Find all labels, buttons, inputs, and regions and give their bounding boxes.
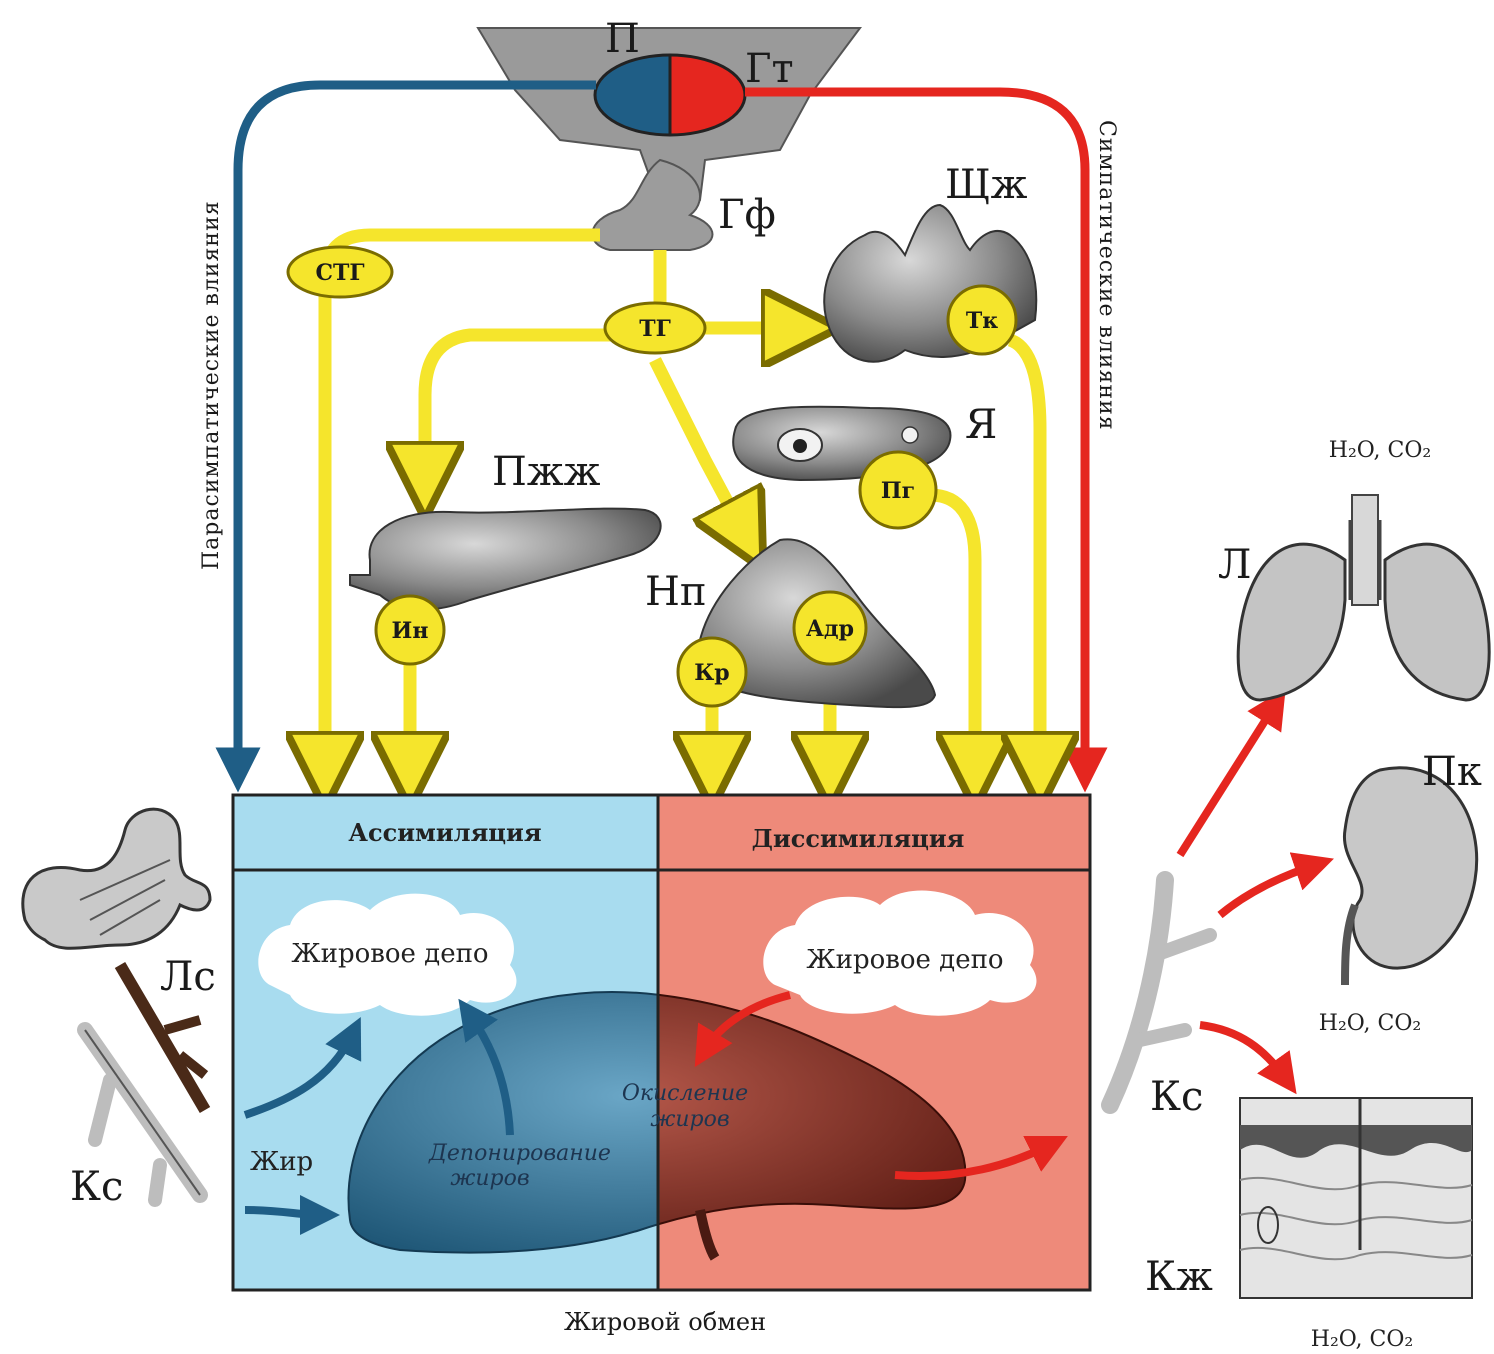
arrow-to-kidney — [1220, 865, 1315, 915]
arrow-to-lungs — [1180, 705, 1275, 855]
blood-vessel-right — [1110, 880, 1210, 1105]
svg-text:Ин: Ин — [392, 618, 429, 644]
pancreas — [350, 509, 661, 610]
svg-text:Адр: Адр — [806, 616, 854, 642]
kidney — [1344, 768, 1476, 985]
label-fat: Жир — [250, 1147, 313, 1177]
label-hypothalamus-right: Гт — [745, 46, 794, 92]
label-deposition-line2: жиров — [450, 1166, 529, 1191]
badge-tg: ТГ — [605, 303, 705, 353]
intestine — [23, 809, 210, 948]
label-ovary: Я — [965, 402, 997, 448]
svg-text:Кр: Кр — [694, 660, 729, 686]
label-blood-vessel-right: Кс — [1150, 1074, 1203, 1120]
badge-adr: Адр — [794, 592, 866, 664]
badge-stg: СТГ — [288, 247, 392, 297]
label-pituitary: Гф — [718, 192, 776, 238]
product-skin: H₂O, CO₂ — [1311, 1327, 1413, 1352]
caption-fat-metabolism: Жировой обмен — [564, 1308, 766, 1336]
header-dissimilation: Диссимиляция — [752, 824, 965, 853]
label-deposition-line1: Депонирование — [428, 1141, 611, 1166]
product-kidney: H₂O, CO₂ — [1319, 1011, 1421, 1036]
badge-pg: Пг — [860, 452, 936, 528]
label-oxidation-line1: Окисление — [622, 1081, 748, 1106]
label-hypothalamus-left: П — [605, 16, 640, 62]
parasympathetic-line — [238, 85, 596, 770]
hypothalamus-pituitary — [478, 28, 860, 250]
label-kidney: Пк — [1422, 749, 1482, 795]
badge-kr: Кр — [678, 638, 746, 706]
label-parasympathetic: Парасимпатические влияния — [199, 200, 224, 570]
label-pancreas: Пжж — [492, 449, 601, 495]
lungs — [1238, 495, 1489, 700]
svg-text:Тк: Тк — [966, 308, 998, 334]
header-assimilation: Ассимиляция — [348, 818, 541, 847]
badge-tk: Тк — [948, 286, 1016, 354]
label-depot-left: Жировое депо — [291, 939, 488, 969]
metabolism-box — [233, 795, 1090, 1290]
skin-section — [1240, 1098, 1472, 1298]
badge-in: Ин — [376, 596, 444, 664]
label-depot-right: Жировое депо — [806, 945, 1003, 975]
label-oxidation-line2: жиров — [650, 1107, 729, 1132]
label-sympathetic: Симпатические влияния — [1094, 120, 1119, 431]
label-skin: Кж — [1145, 1254, 1213, 1300]
label-blood-vessel-left: Кс — [70, 1164, 123, 1210]
svg-text:Пг: Пг — [881, 478, 915, 504]
svg-text:СТГ: СТГ — [315, 260, 364, 286]
label-adrenal: Нп — [645, 569, 707, 615]
svg-text:ТГ: ТГ — [639, 316, 671, 342]
arrow-to-skin — [1200, 1025, 1285, 1078]
product-lungs: H₂O, CO₂ — [1329, 438, 1431, 463]
label-lymph-vessel: Лс — [160, 954, 216, 1000]
label-thyroid: Щж — [945, 162, 1028, 208]
label-lungs: Л — [1218, 542, 1251, 588]
